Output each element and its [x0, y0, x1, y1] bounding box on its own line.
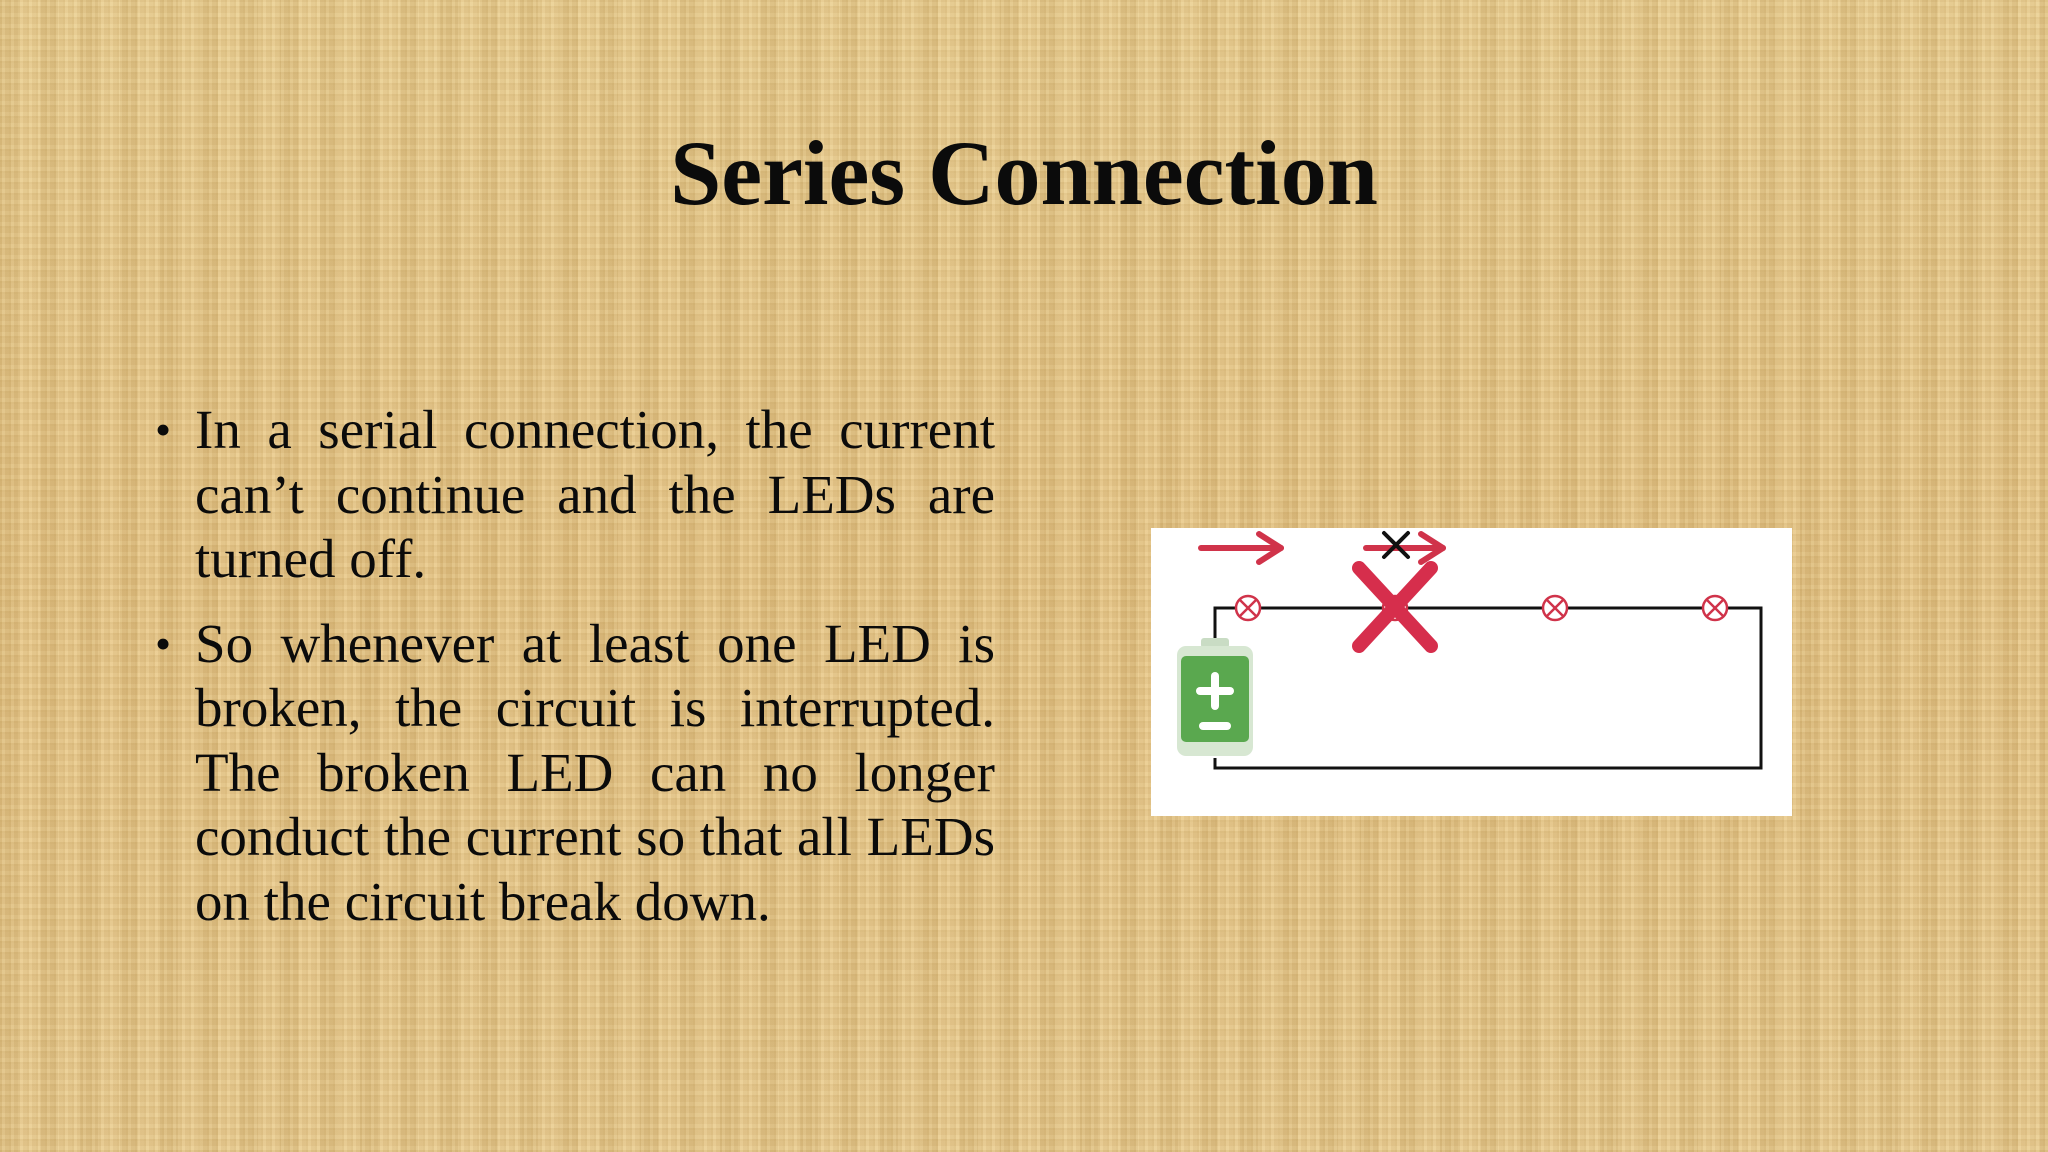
series-circuit-diagram: [1151, 528, 1792, 816]
battery-icon: [1177, 638, 1253, 756]
circuit-wire: [1213, 606, 1763, 770]
led-lamp-icon: [1234, 594, 1262, 622]
slide-title: Series Connection: [670, 122, 1378, 224]
bullet-item: • So whenever at least one LED is broken…: [155, 612, 995, 935]
bullet-item: • In a serial connection, the current ca…: [155, 398, 995, 592]
blocked-current-arrow-icon: [1363, 531, 1446, 565]
broken-led-x-icon: [1352, 561, 1438, 653]
bullet-text: So whenever at least one LED is broken, …: [195, 612, 995, 932]
broken-led-icon: [1352, 561, 1438, 653]
bullet-text: In a serial connection, the current can’…: [195, 399, 995, 589]
current-arrow-icon: [1198, 531, 1284, 565]
bullet-marker: •: [155, 404, 172, 455]
led-lamp-icon: [1701, 594, 1729, 622]
led-lamp-icon: [1541, 594, 1569, 622]
bullet-marker: •: [155, 617, 172, 669]
bullet-list: • In a serial connection, the current ca…: [155, 398, 995, 954]
circuit-svg: [1177, 531, 1763, 770]
